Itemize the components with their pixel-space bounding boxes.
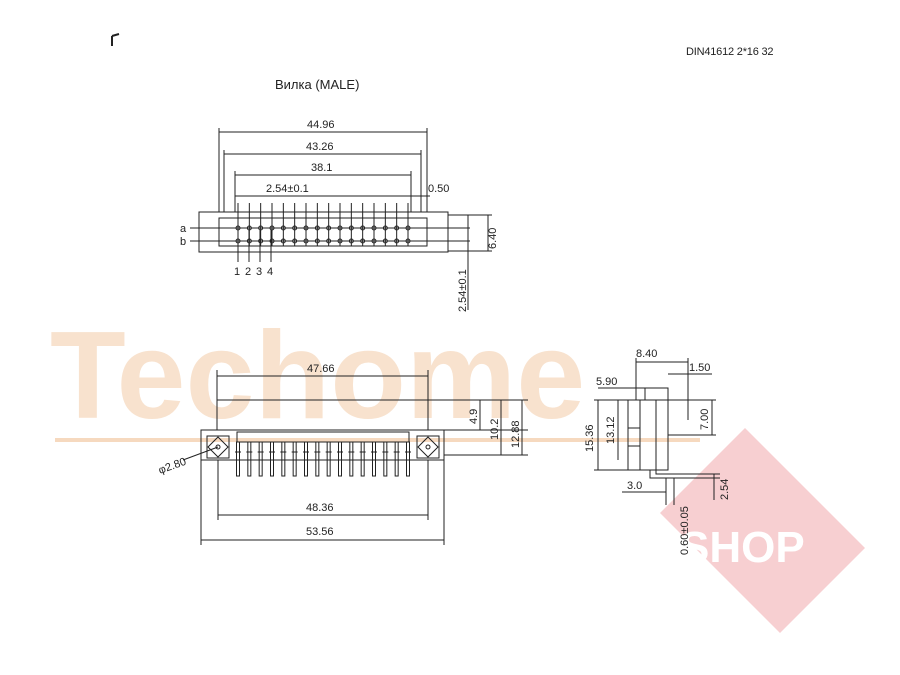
top-pin-contact — [337, 225, 343, 231]
dim-h3-label: 12.88 — [510, 420, 522, 448]
dim-tail-label: 3.0 — [627, 480, 642, 492]
part-code: DIN41612 2*16 32 — [686, 46, 774, 58]
front-pin — [394, 441, 399, 477]
front-pin — [270, 441, 274, 477]
top-pin-contact — [314, 225, 320, 231]
top-pin-contact — [382, 225, 388, 231]
front-pin — [304, 441, 308, 477]
dim-pinthk-label: 0.60±0.05 — [679, 506, 691, 555]
dim-overall-label: 44.96 — [307, 119, 335, 131]
front-hole-left — [207, 436, 229, 458]
top-pin-contact — [303, 225, 309, 231]
row-a-label: a — [180, 223, 187, 235]
top-pin-contact — [280, 238, 286, 244]
dim-bodyh-label: 13.12 — [605, 416, 617, 444]
front-pin — [406, 441, 410, 477]
top-pin-contact — [337, 238, 343, 244]
pin-label-4: 4 — [267, 266, 273, 278]
top-pin-contact — [405, 238, 411, 244]
top-pin-contact — [258, 238, 264, 244]
front-pin — [292, 441, 297, 477]
front-pin — [349, 441, 354, 477]
row-b-label: b — [180, 236, 186, 248]
dim-tip-label: 1.50 — [689, 362, 710, 374]
top-pin-contact — [348, 238, 354, 244]
drawing-title: Вилка (MALE) — [275, 77, 360, 92]
front-pin — [372, 441, 376, 477]
front-hole-right — [417, 436, 439, 458]
dim-step-label: 5.90 — [596, 376, 617, 388]
hole-center-right — [425, 444, 431, 450]
front-pin — [258, 441, 263, 477]
pin-label-2: 2 — [245, 266, 251, 278]
front-pin — [383, 441, 388, 477]
front-pin — [247, 441, 252, 477]
leader-hole — [182, 446, 219, 461]
front-pin — [315, 441, 320, 477]
front-pin — [326, 441, 331, 477]
dim-body-label: 47.66 — [307, 363, 335, 375]
top-pin-contact — [269, 225, 275, 231]
front-flange — [200, 429, 445, 461]
top-pin-contact — [382, 238, 388, 244]
dim-pinwidth-label: 0.50 — [428, 183, 449, 195]
dim-h1-label: 4.9 — [468, 409, 480, 424]
dim-height-label: 6.40 — [487, 228, 499, 249]
top-pin-contact — [371, 238, 377, 244]
top-pin-contact — [394, 238, 400, 244]
front-mount-right — [416, 435, 440, 459]
dim-depth-label: 8.40 — [636, 348, 657, 360]
top-pin-contact — [394, 225, 400, 231]
top-body-inner — [218, 217, 428, 247]
front-pin — [281, 441, 286, 477]
front-pin — [236, 441, 240, 477]
dim-flange-label: 43.26 — [306, 141, 334, 153]
top-body-outer — [198, 211, 449, 253]
top-pin-contact — [258, 225, 264, 231]
corner-mark — [111, 33, 120, 46]
hole-center-left — [215, 444, 221, 450]
top-pin-contact — [269, 238, 275, 244]
top-pin-group — [235, 203, 411, 246]
watermark-shop-text: SHOP — [680, 523, 805, 572]
top-pin-contact — [360, 238, 366, 244]
front-mount-left — [206, 435, 230, 459]
dim-pinpitch-label: 2.54 — [719, 479, 731, 500]
front-insert — [236, 431, 410, 443]
top-pin-contact — [371, 225, 377, 231]
dim-mount-label: 48.36 — [306, 502, 334, 514]
top-pin-contact — [280, 225, 286, 231]
top-pin-contact — [326, 238, 332, 244]
pin-label-1: 1 — [234, 266, 240, 278]
dim-rowpitch-label: 2.54±0.1 — [457, 269, 469, 312]
top-pin-contact — [292, 225, 298, 231]
top-pin-contact — [292, 238, 298, 244]
top-pin-contact — [348, 225, 354, 231]
watermark-shop-diamond — [660, 428, 865, 633]
front-pin — [338, 441, 342, 477]
pin-label-3: 3 — [256, 266, 262, 278]
side-pin-tail — [649, 470, 720, 479]
top-pin-contact — [360, 225, 366, 231]
top-pin-contact — [405, 225, 411, 231]
dim-totalh-label: 15.36 — [584, 424, 596, 452]
dim-pitch-label: 2.54±0.1 — [266, 183, 309, 195]
top-pin-contact — [326, 225, 332, 231]
top-pin-contact — [314, 238, 320, 244]
dim-h2-label: 10.2 — [489, 419, 501, 440]
front-pin — [360, 441, 365, 477]
dim-total-label: 53.56 — [306, 526, 334, 538]
top-pin-contact — [303, 238, 309, 244]
dim-upperh-label: 7.00 — [699, 409, 711, 430]
front-pin-group — [235, 441, 411, 477]
dim-pins-label: 38.1 — [311, 162, 332, 174]
